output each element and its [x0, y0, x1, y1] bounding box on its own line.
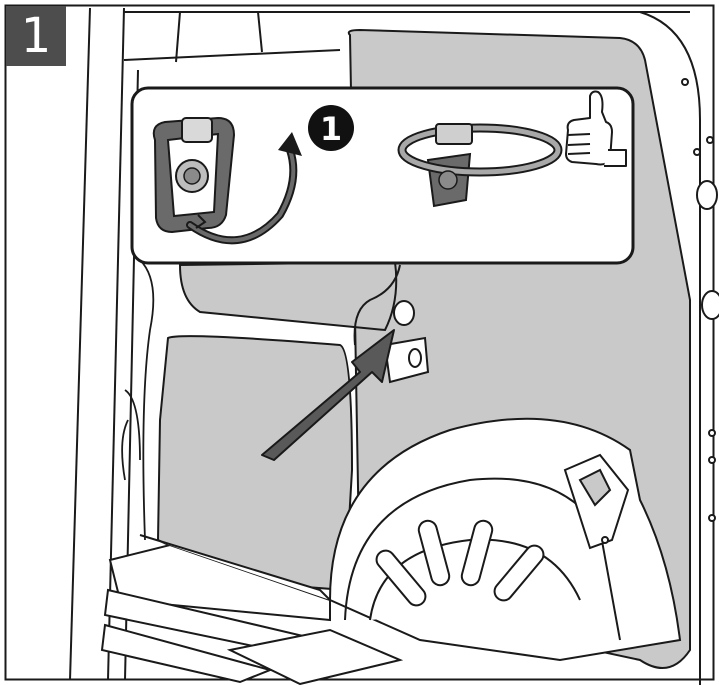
panel-hole	[394, 301, 414, 325]
substep-number-badge: 1	[308, 105, 354, 151]
substep-number: 1	[320, 110, 342, 148]
step-number-badge: 1	[6, 6, 66, 66]
upper-panel	[180, 262, 396, 330]
step-number: 1	[21, 12, 52, 60]
callout-box: 1	[132, 88, 633, 263]
tie-down-ring-icon	[154, 118, 234, 232]
door-frame-details	[122, 260, 153, 540]
